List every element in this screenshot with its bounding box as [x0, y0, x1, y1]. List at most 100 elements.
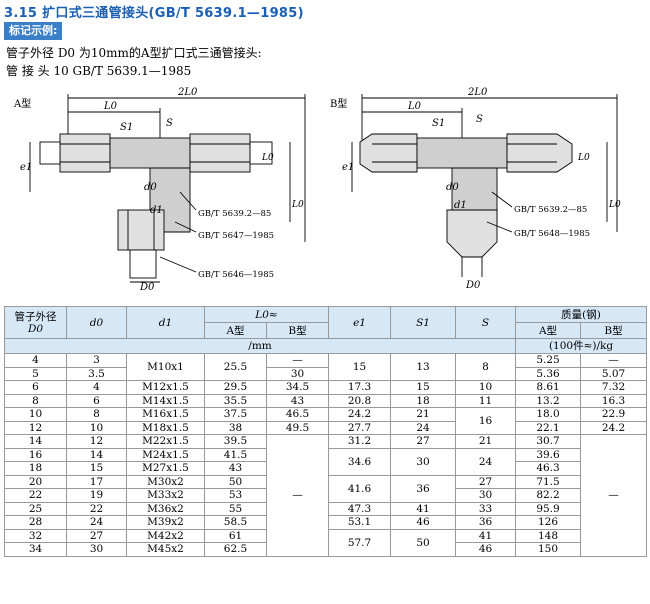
cell-d0: 14 — [66, 447, 127, 462]
th-l0: L0≈ — [203, 306, 330, 323]
label-s: S — [166, 118, 173, 129]
th-e1: e1 — [328, 306, 392, 339]
cell-e1: 24.2 — [328, 407, 392, 422]
example-line-2: 管 接 头 10 GB/T 5639.1—1985 — [6, 64, 192, 78]
cell-l0-a: 38 — [204, 420, 267, 435]
cell-mass-a: 71.5 — [515, 474, 582, 489]
cell-mass-a: 5.36 — [515, 366, 582, 381]
label-s-b: S — [476, 114, 483, 125]
cell-d0: 3 — [66, 353, 127, 368]
cell-l0-b: 46.5 — [265, 407, 330, 422]
cell-mass-b: — — [580, 434, 648, 557]
label-d0: d0 — [144, 182, 157, 193]
cell-s: 36 — [455, 515, 517, 530]
ref-1: GB/T 5639.2—85 — [198, 209, 271, 219]
dim-2l0-b: 2L0 — [467, 87, 488, 98]
cell-l0-a: 39.5 — [204, 434, 267, 449]
cell-e1: 34.6 — [328, 447, 392, 476]
cell-s: 10 — [455, 380, 517, 395]
diagram-type-b: B型 2L0 L0 S1 S e1 d0 d1 D0 L0 L0 GB/T 56… — [330, 87, 621, 291]
cell-mass-b: 24.2 — [580, 420, 648, 435]
label-l0-right-b: L0 — [608, 200, 621, 210]
th-mass-b: B型 — [580, 322, 648, 339]
cell-d0: 10 — [66, 420, 127, 435]
cell-d1: M22x1.5 — [126, 434, 205, 449]
dim-2l0: 2L0 — [177, 87, 198, 98]
cell-s1: 15 — [390, 380, 457, 395]
cell-d0: 19 — [66, 488, 127, 503]
cell-d0: 12 — [66, 434, 127, 449]
cell-d1: M10x1 — [126, 353, 205, 381]
cell-s: 11 — [455, 393, 517, 408]
cell-e1: 53.1 — [328, 515, 392, 530]
cell-d0: 6 — [66, 393, 127, 408]
cell-e1: 15 — [328, 353, 392, 381]
cell-d1: M45x2 — [126, 542, 205, 557]
cell-s: 33 — [455, 501, 517, 516]
cell-s1: 21 — [390, 407, 457, 422]
th-s1: S1 — [390, 306, 457, 339]
cell-mass-a: 82.2 — [515, 488, 582, 503]
ref-2: GB/T 5647—1985 — [198, 231, 274, 241]
cell-s: 21 — [455, 434, 517, 449]
cell-d1: M12x1.5 — [126, 380, 205, 395]
cell-mass-a: 46.3 — [515, 461, 582, 476]
cell-l0-b: 43 — [265, 393, 330, 408]
cell-D0: 8 — [4, 393, 67, 408]
label-d1-b: d1 — [454, 200, 467, 211]
th-s: S — [455, 306, 517, 339]
cell-l0-a: 43 — [204, 461, 267, 476]
cell-l0-a: 61 — [204, 528, 267, 543]
cell-d0: 8 — [66, 407, 127, 422]
cell-mass-a: 150 — [515, 542, 582, 557]
cell-mass-a: 5.25 — [515, 353, 582, 368]
cell-D0: 22 — [4, 488, 67, 503]
label-D0: D0 — [139, 282, 155, 293]
cell-mass-a: 13.2 — [515, 393, 582, 408]
cell-s: 41 — [455, 528, 517, 543]
cell-s1: 30 — [390, 447, 457, 476]
cell-d1: M24x1.5 — [126, 447, 205, 462]
example-line-1: 管子外径 D0 为10mm的A型扩口式三通管接头: — [6, 46, 262, 60]
cell-s1: 13 — [390, 353, 457, 381]
cell-l0-a: 50 — [204, 474, 267, 489]
example-badge: 标记示例: — [4, 22, 63, 40]
dim-l0-b: L0 — [407, 101, 422, 112]
ref-3: GB/T 5646—1985 — [198, 270, 274, 280]
label-l0-side: L0 — [261, 153, 274, 163]
cell-D0: 34 — [4, 542, 67, 557]
cell-d1: M42x2 — [126, 528, 205, 543]
cell-D0: 14 — [4, 434, 67, 449]
cell-s1: 24 — [390, 420, 457, 435]
cell-D0: 12 — [4, 420, 67, 435]
cell-d1: M33x2 — [126, 488, 205, 503]
cell-s: 16 — [455, 407, 517, 435]
cell-d0: 4 — [66, 380, 127, 395]
cell-l0-b: — — [265, 434, 330, 557]
label-D0-b: D0 — [465, 280, 481, 291]
cell-D0: 4 — [4, 353, 67, 368]
cell-D0: 5 — [4, 366, 67, 381]
cell-d0: 17 — [66, 474, 127, 489]
cell-D0: 6 — [4, 380, 67, 395]
cell-mass-a: 148 — [515, 528, 582, 543]
cell-l0-a: 58.5 — [204, 515, 267, 530]
cell-e1: 47.3 — [328, 501, 392, 516]
cell-s: 8 — [455, 353, 517, 381]
cell-s1: 50 — [390, 528, 457, 557]
cell-s: 30 — [455, 488, 517, 503]
cell-mass-b: 22.9 — [580, 407, 648, 422]
label-e1-b: e1 — [342, 162, 354, 173]
cell-e1: 17.3 — [328, 380, 392, 395]
cell-d0: 15 — [66, 461, 127, 476]
cell-l0-a: 62.5 — [204, 542, 267, 557]
cell-d1: M27x1.5 — [126, 461, 205, 476]
cell-mass-b: 16.3 — [580, 393, 648, 408]
cell-e1: 57.7 — [328, 528, 392, 557]
cell-l0-a: 55 — [204, 501, 267, 516]
cell-d1: M18x1.5 — [126, 420, 205, 435]
cell-e1: 20.8 — [328, 393, 392, 408]
label-d0-b: d0 — [446, 182, 459, 193]
cell-e1: 31.2 — [328, 434, 392, 449]
